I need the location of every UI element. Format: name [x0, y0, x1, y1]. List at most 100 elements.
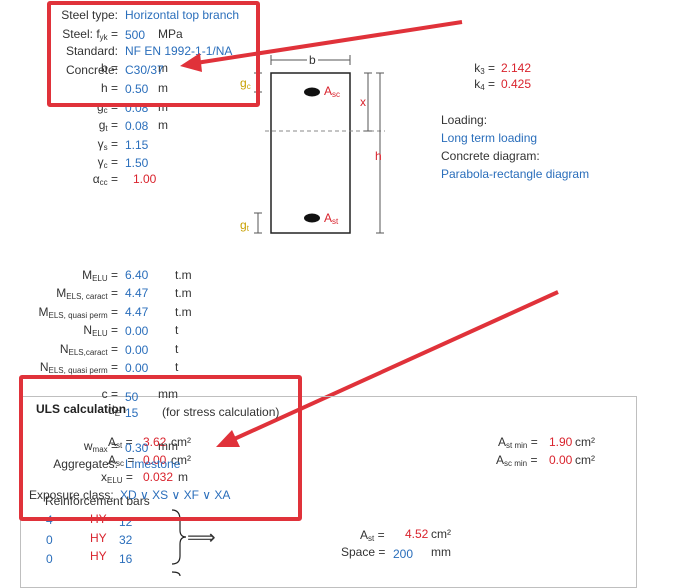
aggregates-value[interactable]: Limestone — [125, 457, 181, 471]
gamma-s-label: γs = — [97, 137, 118, 152]
ast-result-unit: cm² — [431, 527, 451, 541]
steel-type-label: Steel type: — [61, 8, 118, 22]
ast-bar-marker — [304, 213, 320, 223]
k3-label: k3 = — [474, 61, 495, 76]
bar-2-count[interactable]: 0 — [46, 552, 53, 566]
exposure-label: Exposure class: — [29, 488, 114, 502]
h-value[interactable]: 0.50 — [125, 82, 149, 96]
n-els-caract-unit: t — [175, 342, 179, 356]
reinforcement-title: Reinforcement bars — [45, 494, 150, 508]
de-value[interactable]: 15 — [125, 406, 139, 420]
bars-brace — [171, 509, 187, 577]
n-els-quasi-unit: t — [175, 360, 179, 374]
diagram-gc-label: gc — [240, 76, 251, 91]
diagram-x-label: x — [360, 95, 366, 109]
n-els-quasi-label: NELS, quasi perm = — [39, 360, 118, 375]
uls-title: ULS calculation — [36, 402, 127, 416]
highlight-box-bottom — [19, 375, 302, 521]
n-els-caract-value[interactable]: 0.00 — [125, 343, 149, 357]
diagram-asc-label: Asc — [324, 84, 341, 99]
bar-1-type[interactable]: HY — [90, 531, 107, 545]
m-els-caract-unit: t.m — [175, 286, 192, 300]
k3-value: 2.142 — [501, 61, 532, 75]
ast-min-value: 1.90 — [549, 435, 573, 449]
ast-result-label: Ast = — [360, 528, 385, 543]
concrete-diagram-label: Concrete diagram: — [441, 149, 540, 163]
n-els-quasi-value[interactable]: 0.00 — [125, 361, 149, 375]
exposure-value[interactable]: XD ∨ XS ∨ XF ∨ XA — [120, 488, 231, 502]
xelu-unit: m — [178, 470, 188, 484]
ast-min-label: Ast min = — [498, 435, 538, 450]
annotation-arrow-top — [195, 20, 463, 65]
gt-value[interactable]: 0.08 — [125, 119, 149, 133]
space-unit: mm — [431, 545, 451, 559]
ast-label: Ast = — [108, 435, 133, 450]
fyk-label: Steel: fyk = — [62, 27, 118, 42]
aggregates-label: Aggregates: — [53, 457, 118, 471]
ast-min-unit: cm² — [575, 435, 595, 449]
steel-type-value[interactable]: Horizontal top branch — [125, 8, 240, 22]
concrete-label: Concrete: — [65, 63, 118, 77]
gc-label: gc = — [96, 100, 118, 115]
bar-1-diameter[interactable]: 32 — [119, 533, 133, 547]
gt-unit: m — [158, 118, 168, 132]
m-els-quasi-label: MELS, quasi perm = — [38, 305, 118, 320]
cover-c-label: c = — [101, 387, 118, 401]
concrete-value[interactable]: C30/37 — [125, 63, 164, 77]
standard-value[interactable]: NF EN 1992-1-1/NA — [125, 44, 233, 58]
asc-value: 0.00 — [143, 453, 167, 467]
gamma-c-value[interactable]: 1.50 — [125, 156, 149, 170]
gc-unit: m — [158, 100, 168, 114]
diagram-b-label: b — [307, 53, 318, 67]
highlight-box-top — [47, 1, 260, 107]
xelu-value: 0.032 — [143, 470, 174, 484]
alpha-cc-label: αcc = — [92, 172, 118, 187]
asc-min-unit: cm² — [575, 453, 595, 467]
n-els-caract-label: NELS,caract = — [59, 342, 118, 357]
wmax-label: wmax = — [83, 439, 118, 454]
cover-c-value[interactable]: 50 — [125, 390, 139, 404]
xelu-label: xELU = — [101, 470, 133, 485]
gt-label: gt = — [98, 118, 118, 133]
m-els-quasi-value[interactable]: 4.47 — [125, 305, 149, 319]
b-label: b = — [100, 61, 118, 75]
gamma-c-label: γc = — [97, 155, 118, 170]
h-label: h = — [100, 81, 118, 95]
n-elu-unit: t — [175, 323, 179, 337]
k4-label: k4 = — [474, 77, 495, 92]
b-unit: m — [158, 61, 168, 75]
diagram-ast-label: Ast — [324, 211, 339, 226]
wmax-unit: mm — [158, 439, 178, 453]
m-elu-unit: t.m — [175, 268, 192, 282]
m-elu-value[interactable]: 6.40 — [125, 268, 149, 282]
fyk-unit: MPa — [158, 27, 183, 41]
alpha-cc-value[interactable]: 1.00 — [133, 172, 157, 186]
wmax-value[interactable]: 0.30 — [125, 441, 149, 455]
asc-label: Asc = — [108, 453, 135, 468]
ast-value: 3.62 — [143, 435, 167, 449]
loading-value[interactable]: Long term loading — [441, 131, 538, 145]
loading-label: Loading: — [441, 113, 488, 127]
de-label: dE — [108, 403, 121, 418]
k4-value: 0.425 — [501, 77, 532, 91]
bar-1-count[interactable]: 0 — [46, 533, 53, 547]
concrete-diagram-value[interactable]: Parabola-rectangle diagram — [441, 167, 590, 181]
asc-min-value: 0.00 — [549, 453, 573, 467]
h-unit: m — [158, 81, 168, 95]
m-els-caract-label: MELS, caract = — [56, 286, 118, 301]
m-els-caract-value[interactable]: 4.47 — [125, 286, 149, 300]
fyk-value[interactable]: 500 — [125, 28, 146, 42]
gamma-s-value[interactable]: 1.15 — [125, 138, 149, 152]
bar-2-diameter[interactable]: 16 — [119, 552, 133, 566]
m-els-quasi-unit: t.m — [175, 305, 192, 319]
diagram-gt-label: gt — [240, 218, 249, 233]
cover-c-unit: mm — [158, 387, 178, 401]
space-label: Space = — [341, 545, 386, 559]
m-elu-label: MELU = — [82, 268, 118, 283]
bar-2-type[interactable]: HY — [90, 549, 107, 563]
asc-unit: cm² — [171, 453, 191, 467]
space-value[interactable]: 200 — [393, 547, 414, 561]
asc-min-label: Asc min = — [496, 453, 538, 468]
diagram-h-label: h — [375, 149, 382, 163]
n-elu-value[interactable]: 0.00 — [125, 324, 149, 338]
